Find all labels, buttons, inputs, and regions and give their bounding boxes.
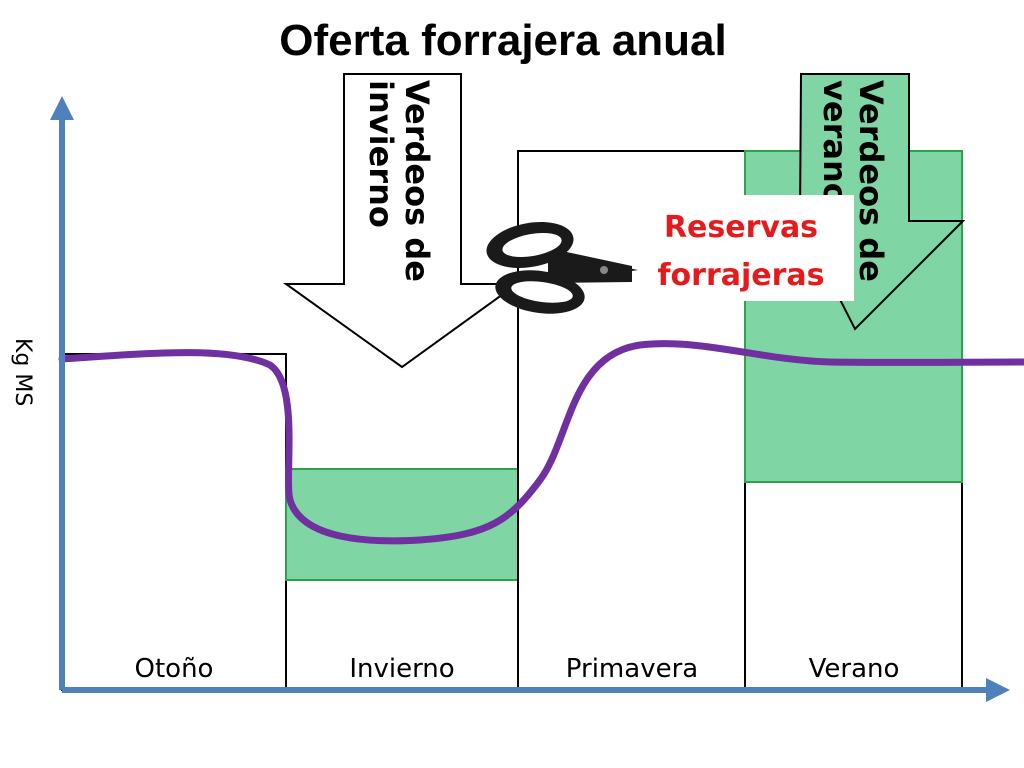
box-invierno <box>285 579 519 691</box>
season-label-otono: Otoño <box>135 654 214 684</box>
forage-supply-curve <box>58 340 1024 545</box>
reserves-label-box <box>628 195 854 301</box>
diagram-title: Oferta forrajera anual <box>279 16 727 65</box>
season-label-verano: Verano <box>809 654 900 684</box>
reserves-line2: forrajeras <box>657 258 824 293</box>
reserves-line1: Reservas <box>664 210 818 245</box>
arrow-summer-line2: verano <box>816 80 854 205</box>
arrow-winter-line1: Verdeos de <box>398 80 436 282</box>
arrow-summer-line1: Verdeos de <box>852 80 890 282</box>
arrow-summer-label: Verdeos de verano <box>816 80 890 282</box>
box-otono <box>61 353 287 691</box>
arrow-verdeos-invierno <box>282 73 521 369</box>
season-label-invierno: Invierno <box>349 654 454 684</box>
season-label-primavera: Primavera <box>566 654 698 684</box>
arrow-winter-line2: invierno <box>362 80 400 228</box>
scissors-icon <box>486 222 638 314</box>
winter-green-fill <box>285 468 519 581</box>
arrow-winter-label: Verdeos de invierno <box>362 80 436 282</box>
y-axis-label: Kg MS <box>10 338 35 406</box>
